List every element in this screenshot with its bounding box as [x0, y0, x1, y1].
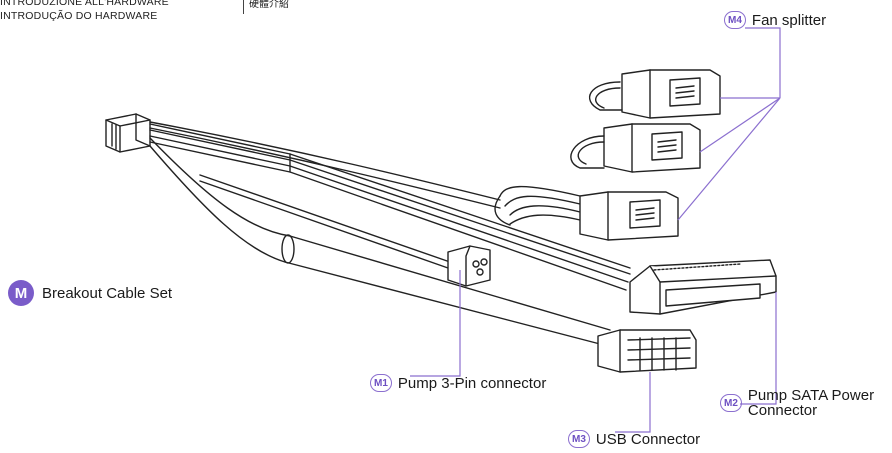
header-line-portuguese: INTRODUÇÃO DO HARDWARE [0, 10, 158, 22]
label-usb-connector: USB Connector [595, 430, 701, 448]
badge-m4: M4 [724, 11, 746, 29]
ribbon-bundle [149, 123, 631, 291]
callout-pump-sata: M2 Pump SATA Power Connector [720, 388, 892, 418]
label-fan-splitter: Fan splitter [751, 11, 827, 29]
label-breakout-cable-set: Breakout Cable Set [42, 284, 173, 302]
main-connector [105, 113, 151, 153]
callout-pump-3pin: M1 Pump 3-Pin connector [370, 374, 546, 392]
badge-m2: M2 [720, 394, 742, 412]
callout-fan-splitter: M4 Fan splitter [724, 11, 826, 29]
badge-m3: M3 [568, 430, 590, 448]
fan-wires [149, 121, 581, 226]
usb-connector [597, 329, 697, 373]
callout-breakout-cable-set: M Breakout Cable Set [8, 280, 172, 306]
fan-connector-3 [579, 191, 679, 241]
fan-connector-2 [603, 123, 701, 173]
header-line-italian: INTRODUZIONE ALL'HARDWARE [0, 0, 169, 8]
label-pump-sata: Pump SATA Power Connector [747, 387, 875, 419]
badge-m1: M1 [370, 374, 392, 392]
fan-connector-1 [621, 69, 721, 119]
callout-usb-connector: M3 USB Connector [568, 430, 700, 448]
main-badge: M [8, 280, 34, 306]
header-divider [243, 0, 244, 14]
sata-connector [629, 259, 777, 315]
header-line-chinese: 硬體介紹 [249, 0, 289, 10]
sleeved-cable [149, 137, 611, 345]
pump-3pin-connector [447, 245, 491, 287]
label-pump-3pin: Pump 3-Pin connector [397, 374, 547, 392]
